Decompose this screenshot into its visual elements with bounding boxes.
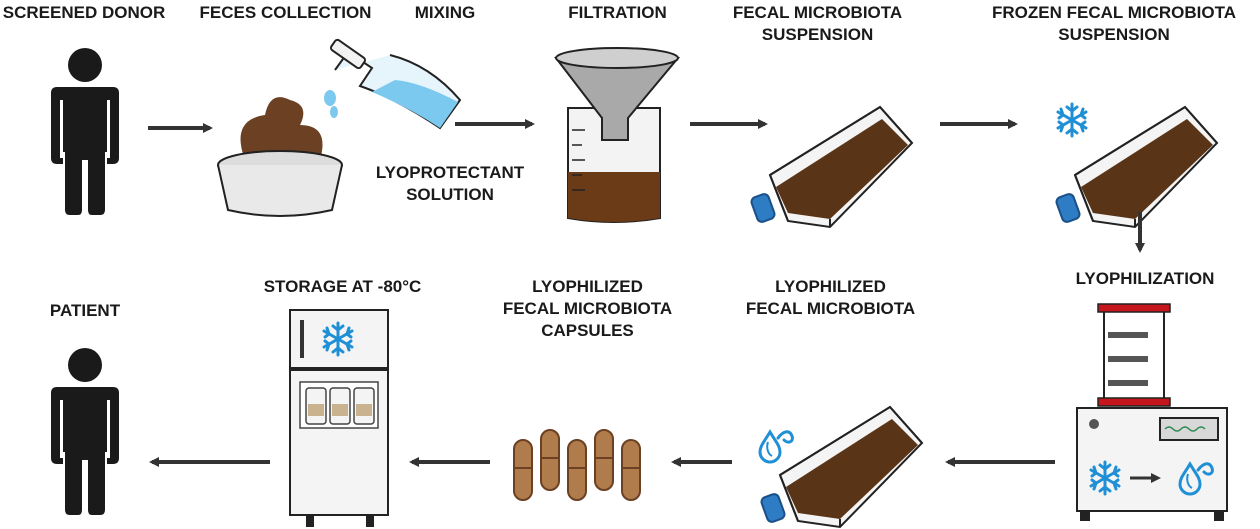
snowflake-icon: [1056, 102, 1088, 138]
culture-flask-icon: [749, 106, 913, 228]
freeze-dryer-icon: [1076, 303, 1228, 521]
label-mixing: MIXING: [414, 3, 476, 22]
person-icon: [51, 348, 119, 515]
label-capsules-line3: CAPSULES: [541, 321, 634, 340]
flow-arrows: [148, 119, 1145, 467]
label-lyophilization: LYOPHILIZATION: [1075, 269, 1215, 288]
label-feces-collection: FECES COLLECTION: [199, 3, 372, 22]
label-lyophilized: LYOPHILIZED FECAL MICROBIOTA: [728, 276, 933, 320]
label-lyoprotectant-line2: SOLUTION: [406, 185, 494, 204]
label-capsules-line1: LYOPHILIZED: [532, 277, 643, 296]
capsule-icon: [540, 429, 560, 491]
label-capsules-line2: FECAL MICROBIOTA: [502, 299, 673, 318]
label-lyophilized-line1: LYOPHILIZED: [775, 277, 886, 296]
label-capsules: LYOPHILIZED FECAL MICROBIOTA CAPSULES: [485, 276, 690, 342]
label-patient: PATIENT: [49, 301, 121, 320]
capsule-icon: [621, 439, 641, 501]
label-frozen-suspension-line2: SUSPENSION: [1058, 25, 1170, 44]
capsule-icon: [567, 439, 587, 501]
label-lyoprotectant-line1: LYOPROTECTANT: [375, 163, 525, 182]
label-frozen-suspension-line1: FROZEN FECAL MICROBIOTA: [992, 3, 1236, 22]
flask-icon: [324, 38, 462, 130]
label-storage: STORAGE AT -80°C: [263, 277, 422, 296]
beaker-funnel-icon: [553, 47, 681, 223]
label-frozen-suspension: FROZEN FECAL MICROBIOTA SUSPENSION: [990, 2, 1238, 46]
label-suspension-line2: SUSPENSION: [761, 25, 874, 44]
capsule-icon: [594, 429, 614, 491]
freezer-icon: [289, 309, 389, 527]
person-icon: [51, 48, 119, 215]
capsule-icon: [513, 439, 533, 501]
label-screened-donor: SCREENED DONOR: [2, 3, 166, 22]
feces-bowl-icon: [217, 97, 343, 217]
label-filtration: FILTRATION: [568, 3, 667, 22]
label-lyophilized-line2: FECAL MICROBIOTA: [745, 299, 916, 318]
capsule-group: [513, 429, 641, 501]
label-lyoprotectant: LYOPROTECTANT SOLUTION: [360, 162, 540, 206]
label-suspension-line1: FECAL MICROBIOTA: [732, 3, 903, 22]
culture-flask-icon: [759, 406, 923, 528]
water-drop-icon: [758, 430, 794, 464]
label-suspension: FECAL MICROBIOTA SUSPENSION: [730, 2, 905, 46]
